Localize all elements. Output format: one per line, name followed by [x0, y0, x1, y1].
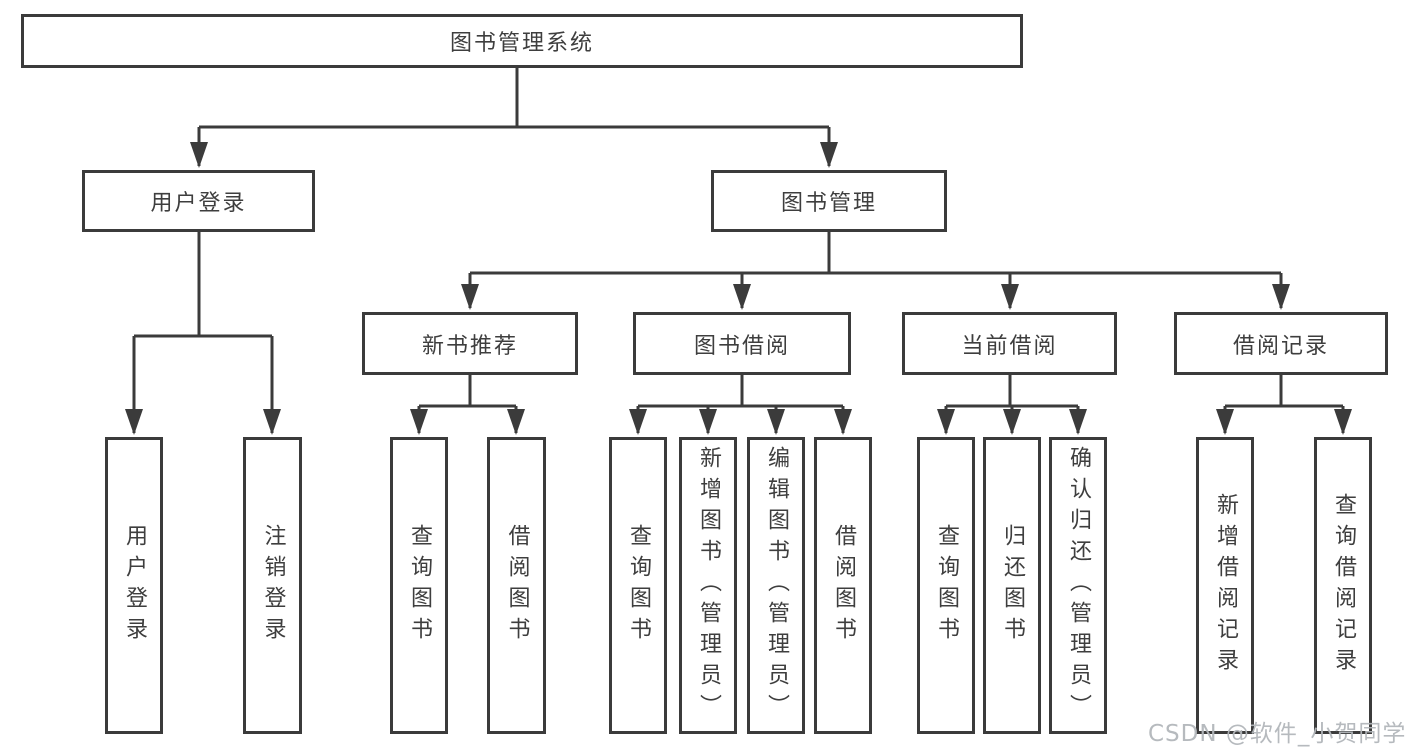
leaf-label: 编辑图书（管理员） [764, 446, 789, 725]
leaf-label: 借阅图书 [504, 523, 530, 648]
leaf-add-borrow-record: 新增借阅记录 [1196, 437, 1254, 734]
leaf-label: 借阅图书 [831, 523, 856, 648]
new-book-recommend-connectors [410, 375, 525, 435]
leaf-borrow-books-2: 借阅图书 [814, 437, 872, 734]
csdn-watermark: CSDN @软件_小贺同学 [1148, 721, 1405, 747]
leaf-label: 归还图书 [1000, 523, 1025, 648]
borrow-records-connectors [1216, 375, 1352, 435]
node-user-login: 用户登录 [82, 170, 315, 232]
node-label: 当前借阅 [961, 333, 1058, 359]
root-connectors [190, 68, 838, 168]
node-current-borrow: 当前借阅 [902, 312, 1117, 375]
node-label: 图书借阅 [693, 333, 790, 359]
leaf-query-books-3: 查询图书 [917, 437, 975, 734]
user-login-connectors [125, 232, 281, 435]
leaf-confirm-return-admin: 确认归还（管理员） [1049, 437, 1107, 734]
leaf-borrow-books: 借阅图书 [487, 437, 546, 734]
leaf-query-borrow-record: 查询借阅记录 [1314, 437, 1372, 734]
node-library-management-system: 图书管理系统 [21, 14, 1023, 68]
node-new-book-recommend: 新书推荐 [362, 312, 578, 375]
leaf-label: 查询图书 [626, 523, 651, 648]
leaf-return-books: 归还图书 [983, 437, 1041, 734]
leaf-label: 查询借阅记录 [1331, 492, 1356, 679]
leaf-label: 用户登录 [122, 523, 147, 648]
leaf-user-login: 用户登录 [105, 437, 163, 734]
node-label: 图书管理 [780, 191, 877, 216]
leaf-query-books-2: 查询图书 [609, 437, 667, 734]
leaf-query-books: 查询图书 [390, 437, 448, 734]
book-borrow-connectors [629, 375, 852, 435]
node-book-management: 图书管理 [711, 170, 947, 232]
leaf-label: 查询图书 [407, 523, 432, 648]
leaf-edit-book-admin: 编辑图书（管理员） [747, 437, 805, 734]
leaf-label: 确认归还（管理员） [1066, 446, 1091, 725]
current-borrow-connectors [937, 375, 1087, 435]
node-book-borrow: 图书借阅 [633, 312, 851, 375]
node-label: 新书推荐 [421, 333, 518, 359]
book-management-connectors [461, 232, 1290, 310]
leaf-logout: 注销登录 [243, 437, 302, 734]
leaf-label: 新增借阅记录 [1213, 492, 1238, 679]
leaf-label: 查询图书 [934, 523, 959, 648]
node-borrow-records: 借阅记录 [1174, 312, 1388, 375]
node-label: 用户登录 [150, 191, 247, 216]
node-label: 图书管理系统 [449, 31, 594, 56]
node-label: 借阅记录 [1232, 333, 1329, 359]
leaf-add-book-admin: 新增图书（管理员） [679, 437, 737, 734]
leaf-label: 注销登录 [260, 523, 286, 648]
leaf-label: 新增图书（管理员） [696, 446, 721, 725]
